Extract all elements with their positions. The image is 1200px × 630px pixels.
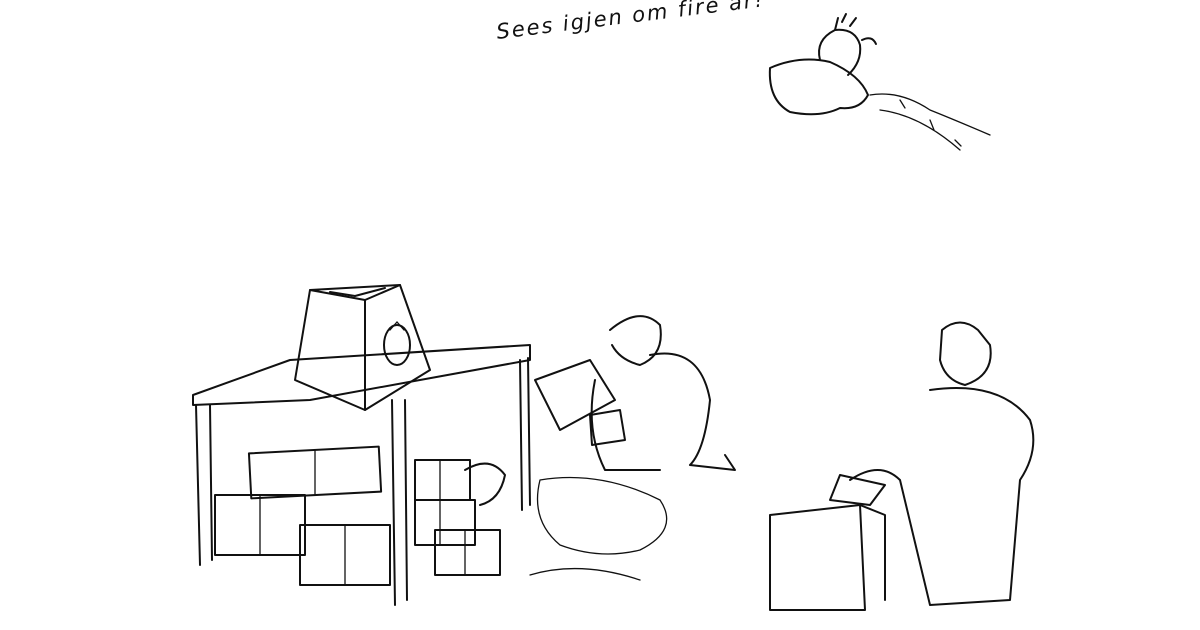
kneeling-man: [529, 315, 736, 581]
flying-figure: [768, 13, 991, 151]
gift-packages: [214, 445, 506, 586]
ballot-box: [294, 284, 431, 411]
table: [192, 344, 531, 606]
standing-man: [769, 321, 1035, 611]
